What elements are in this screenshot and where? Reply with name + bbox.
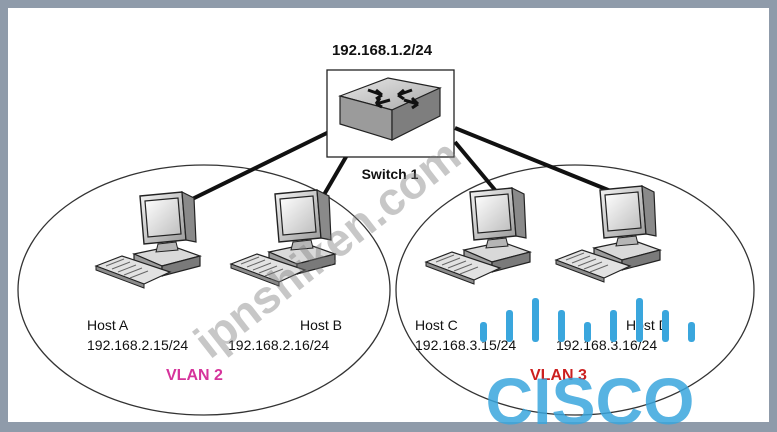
switch-icon: [326, 69, 455, 158]
host-b-name: Host B: [300, 317, 342, 333]
host-b-ip: 192.168.2.16/24: [228, 337, 329, 353]
host-a-computer-icon: [95, 191, 201, 289]
cisco-logo-text: CISCO: [485, 364, 694, 432]
link-switch-host-a: [177, 128, 334, 208]
host-c-ip: 192.168.3.15/24: [415, 337, 516, 353]
vlan-2-ellipse: [17, 164, 391, 416]
host-a-name: Host A: [87, 317, 129, 333]
host-c-computer-icon: [425, 187, 531, 285]
host-c-name: Host C: [415, 317, 458, 333]
host-a-ip: 192.168.2.15/24: [87, 337, 188, 353]
host-d-computer-icon: [555, 185, 661, 283]
link-switch-host-d: [454, 126, 629, 200]
vlan-3-ellipse: [395, 164, 755, 416]
link-switch-host-c: [453, 140, 502, 198]
vlan-3-label: VLAN 3: [530, 367, 587, 384]
host-d-ip: 192.168.3.16/24: [556, 337, 657, 353]
switch-ip-label: 192.168.1.2/24: [332, 42, 433, 59]
cisco-logo: CISCO: [480, 298, 695, 432]
switch-name-label: Switch 1: [362, 166, 419, 182]
vlan-2-label: VLAN 2: [166, 367, 223, 384]
